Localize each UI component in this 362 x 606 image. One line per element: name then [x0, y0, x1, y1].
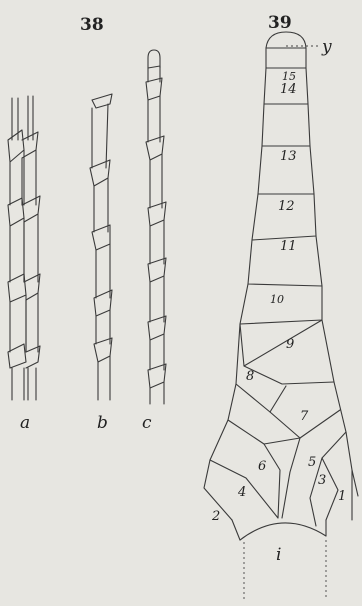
fig39-segment-1: 1 — [338, 489, 346, 504]
fig38-panel-b-drawing — [90, 94, 112, 400]
fig39-segment-12: 12 — [278, 199, 295, 214]
fig39-segment-7: 7 — [300, 409, 309, 424]
fig38-panel-c-drawing — [146, 50, 166, 404]
fig38-panel-a-label: a — [20, 413, 30, 433]
fig38-panel-c-label: c — [142, 413, 152, 433]
fig39-segment-4: 4 — [237, 485, 246, 500]
fig39-segment-6: 6 — [258, 459, 266, 474]
fig39-segment-9: 9 — [286, 337, 294, 352]
fig39-segment-2: 2 — [211, 509, 220, 524]
fig39-segment-8: 8 — [246, 369, 254, 384]
fig39-apex-label: y — [321, 37, 332, 57]
fig39-segment-3: 3 — [318, 473, 326, 488]
fig38-panel-a-drawing — [8, 96, 40, 400]
fig39-stem-drawing — [204, 32, 358, 600]
fig39-segment-5: 5 — [308, 455, 316, 470]
fig39-segment-14: 14 — [280, 82, 297, 97]
fig39-segment-10: 10 — [270, 293, 284, 306]
fig39-base-label: i — [276, 545, 281, 565]
fig39-segment-11: 11 — [280, 239, 297, 254]
figure-38-number: 38 — [80, 15, 104, 35]
fig39-segment-13: 13 — [280, 149, 297, 164]
fig38-panel-b-label: b — [97, 413, 108, 433]
figure-39-number: 39 — [268, 13, 292, 33]
